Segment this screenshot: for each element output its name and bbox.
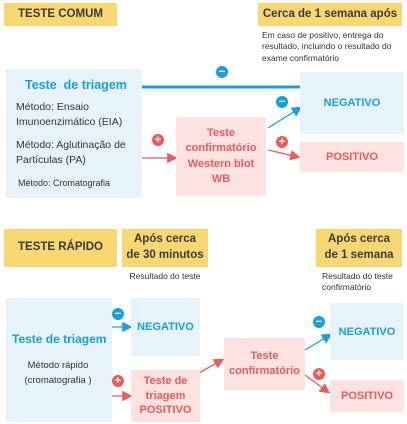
plus-icon: +: [112, 375, 124, 387]
rapid-time2-note: Resultado do teste confirmatório: [322, 271, 393, 293]
rapid-time2-label: Após cerca de 1 semana: [316, 229, 402, 267]
common-positive-box: POSITIVO: [300, 142, 404, 172]
arrow-confirm-to-positive2: [304, 374, 331, 394]
common-method-eia: Método: Ensaio Imunoenzimático (EIA): [16, 101, 123, 129]
plus-icon: +: [152, 134, 164, 146]
rapid-positive2-box: POSITIVO: [330, 380, 404, 412]
arrow-confirm-to-negative: [267, 106, 303, 129]
arrow-confirm-to-negative2: [304, 333, 333, 351]
minus-icon: −: [313, 316, 325, 328]
rapid-time1-label: Após cerca de 30 minutos: [122, 229, 208, 267]
common-confirm-box: Teste confirmatório Western blot WB: [176, 117, 266, 196]
minus-icon: −: [112, 308, 124, 320]
rapid-negative-box: NEGATIVO: [131, 298, 200, 356]
rapid-negative2-box: NEGATIVO: [330, 303, 404, 360]
common-note: Em caso de positivo, entrega do resultad…: [262, 30, 392, 63]
rapid-screen-positive-box: Teste de triagem POSITIVO: [131, 370, 200, 422]
common-method-pa: Método: Aglutinação de Partículas (PA): [16, 139, 126, 167]
rapid-confirm-box: Teste confirmatório: [224, 338, 305, 390]
plus-icon: +: [313, 368, 325, 380]
arrow-positive-to-confirm: [196, 358, 225, 375]
arrow-confirm-to-positive: [267, 149, 301, 161]
minus-icon: −: [216, 66, 228, 78]
common-screening-title: Teste de triagem: [25, 78, 127, 92]
minus-icon: −: [276, 96, 288, 108]
rapid-method: Método rápido (cromatografia ): [24, 360, 92, 387]
common-method-chromatography: Método: Cromatografia: [18, 178, 111, 188]
plus-icon: +: [276, 136, 288, 148]
rapid-time1-note: Resultado do teste: [129, 271, 201, 281]
rapid-tag: TESTE RÁPIDO: [4, 229, 117, 267]
common-time-label: Cerca de 1 semana após: [258, 3, 402, 26]
common-screening-box: Teste de triagem Método: Ensaio Imunoenz…: [6, 69, 142, 198]
rapid-screening-box: Teste de triagem Método rápido (cromatog…: [6, 298, 112, 422]
common-negative-box: NEGATIVO: [300, 72, 404, 134]
rapid-screening-title: Teste de triagem: [12, 332, 107, 346]
common-tag: TESTE COMUM: [4, 3, 117, 26]
